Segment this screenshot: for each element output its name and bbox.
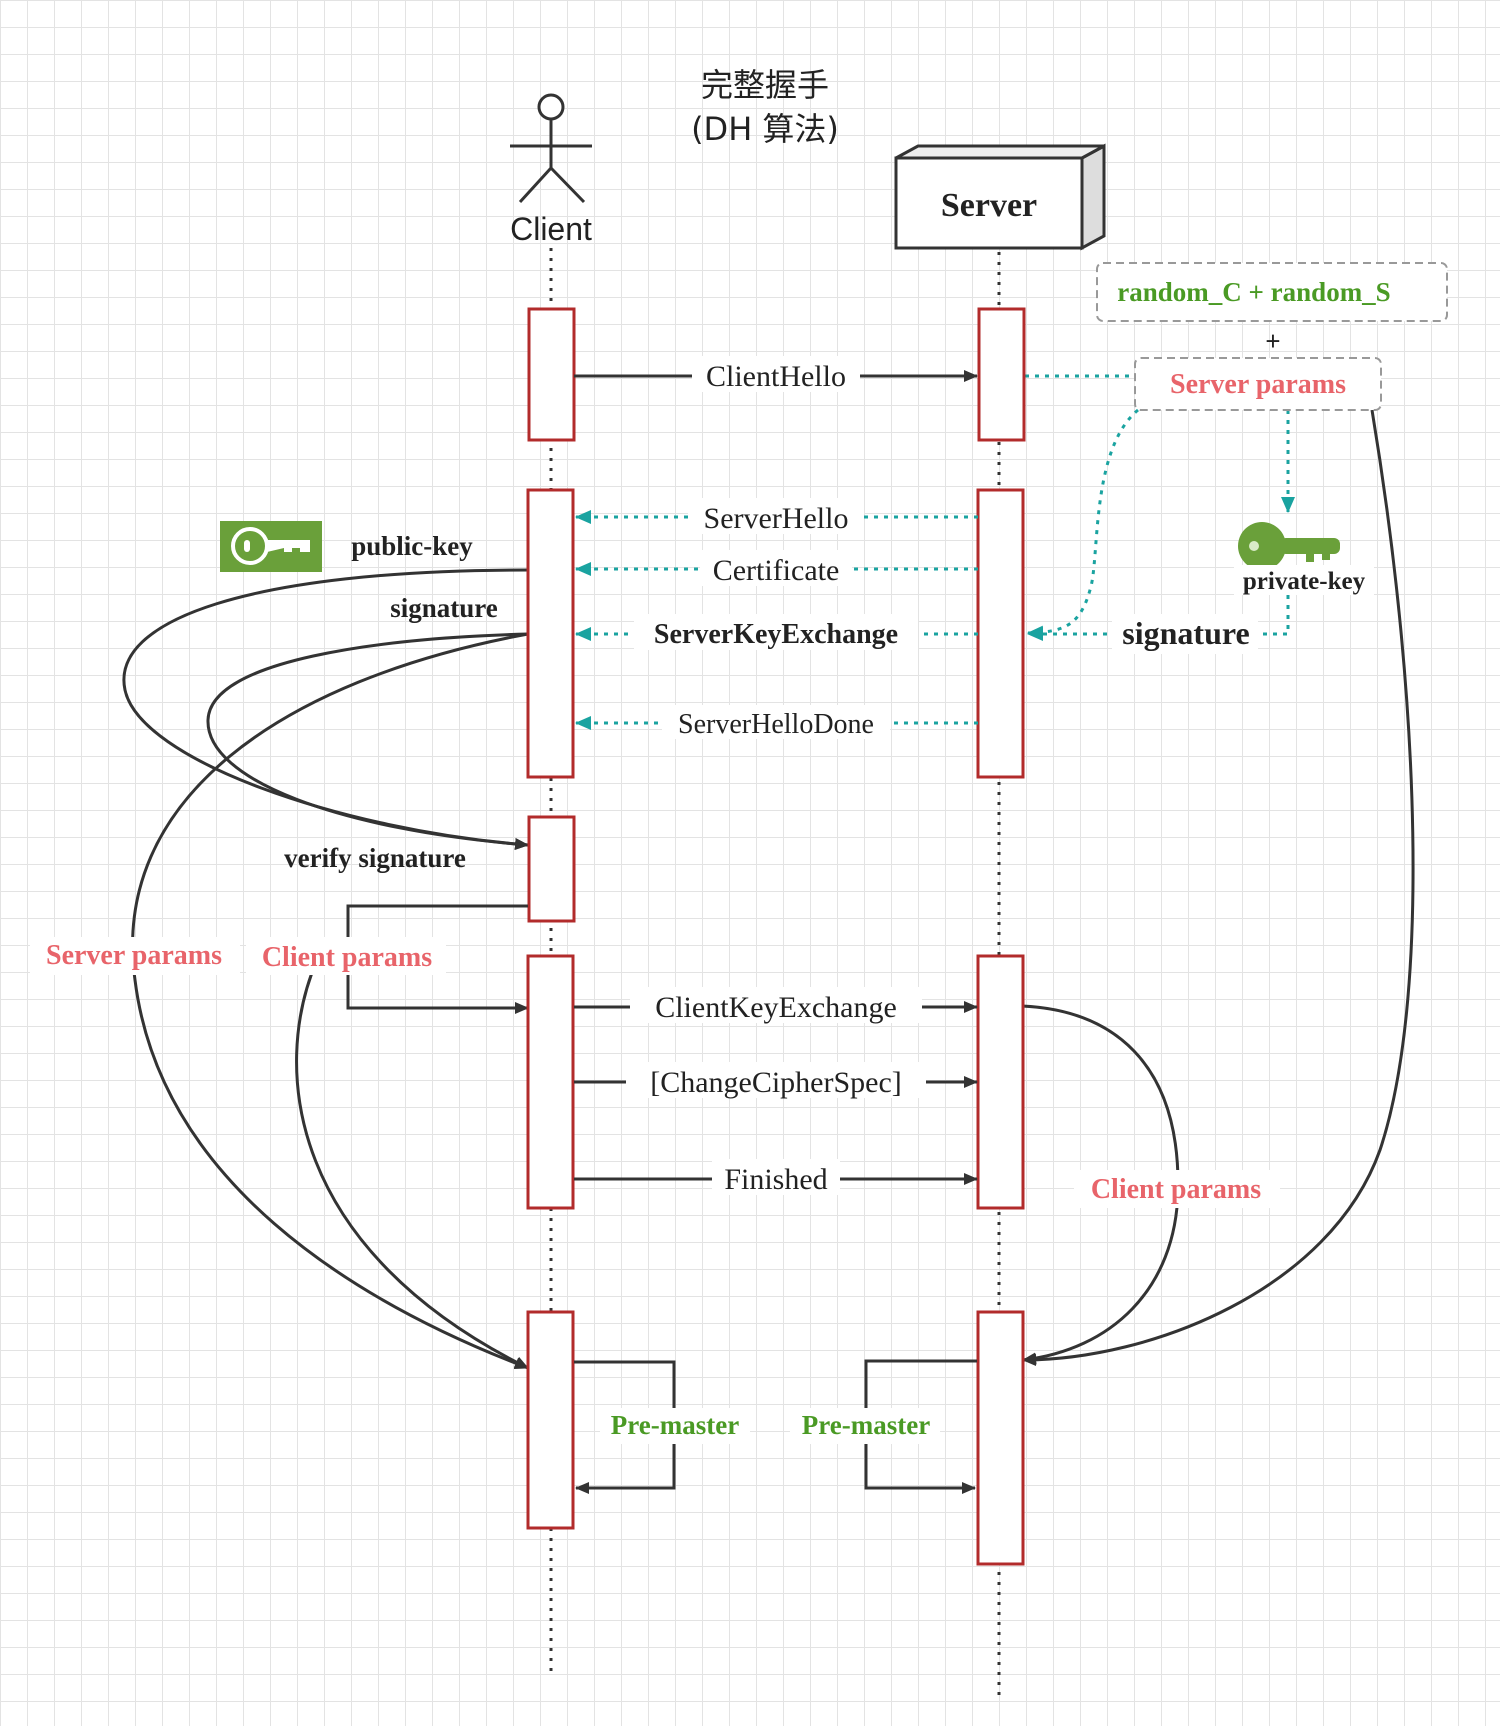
server-premaster-curves xyxy=(1021,409,1415,1366)
svg-text:ServerHello: ServerHello xyxy=(704,502,849,535)
svg-text:ServerHelloDone: ServerHelloDone xyxy=(678,709,874,740)
client-activation-2 xyxy=(526,488,575,779)
server-params-box xyxy=(1134,357,1382,411)
server-activation-1 xyxy=(977,307,1026,442)
message-finished: Finished xyxy=(574,1159,978,1196)
message-change-cipher-spec: [ChangeCipherSpec] xyxy=(574,1062,978,1099)
private-key-icon xyxy=(1238,522,1340,570)
message-client-hello: ClientHello xyxy=(574,356,978,393)
message-client-key-exchange: ClientKeyExchange xyxy=(574,987,978,1024)
client-activation-verify xyxy=(527,815,576,923)
public-key-label: public-key xyxy=(351,531,473,561)
server-params-paths xyxy=(1025,374,1295,641)
client-activation-3 xyxy=(526,954,575,1210)
server-signature-label: signature xyxy=(1122,615,1249,651)
random-label: random_C + random_S xyxy=(1117,277,1390,307)
svg-text:[ChangeCipherSpec]: [ChangeCipherSpec] xyxy=(650,1066,902,1099)
message-server-hello-done: ServerHelloDone xyxy=(575,705,978,740)
client-premaster-label: Pre-master xyxy=(611,1410,739,1440)
verify-signature-label: verify signature xyxy=(284,843,466,873)
server-activation-4 xyxy=(976,1310,1025,1566)
diagram-title: 完整握手 xyxy=(701,66,829,104)
svg-text:Finished: Finished xyxy=(724,1163,827,1196)
svg-text:Certificate: Certificate xyxy=(713,554,840,587)
client-actor-icon xyxy=(510,93,592,204)
message-server-hello: ServerHello xyxy=(575,498,978,535)
client-server-params-label: Server params xyxy=(46,940,222,971)
server-activation-3 xyxy=(976,954,1025,1210)
client-client-params-label: Client params xyxy=(262,942,432,973)
server-actor-label: Server xyxy=(941,187,1037,224)
server-activation-2 xyxy=(976,488,1025,779)
client-signature-label: signature xyxy=(390,593,498,623)
client-premaster-curves xyxy=(131,632,529,1370)
svg-text:ClientKeyExchange: ClientKeyExchange xyxy=(655,991,897,1024)
client-activation-1 xyxy=(527,307,576,442)
client-activation-4 xyxy=(526,1310,575,1530)
message-server-key-exchange: ServerKeyExchange xyxy=(575,614,978,650)
svg-text:ClientHello: ClientHello xyxy=(706,360,846,393)
private-key-label: private-key xyxy=(1243,568,1366,595)
message-certificate: Certificate xyxy=(575,550,978,587)
diagram-subtitle: (DH 算法) xyxy=(691,110,839,148)
plus-sign: + xyxy=(1265,326,1280,356)
random-box xyxy=(1096,262,1448,322)
server-params-label: Server params xyxy=(1170,369,1346,400)
client-actor-label: Client xyxy=(510,211,592,247)
svg-text:ServerKeyExchange: ServerKeyExchange xyxy=(654,619,898,650)
public-key-icon xyxy=(220,521,322,572)
server-actor-box xyxy=(894,143,1106,251)
client-verify-curves xyxy=(122,568,529,850)
server-premaster-label: Pre-master xyxy=(802,1410,930,1440)
server-client-params-label: Client params xyxy=(1091,1174,1261,1205)
